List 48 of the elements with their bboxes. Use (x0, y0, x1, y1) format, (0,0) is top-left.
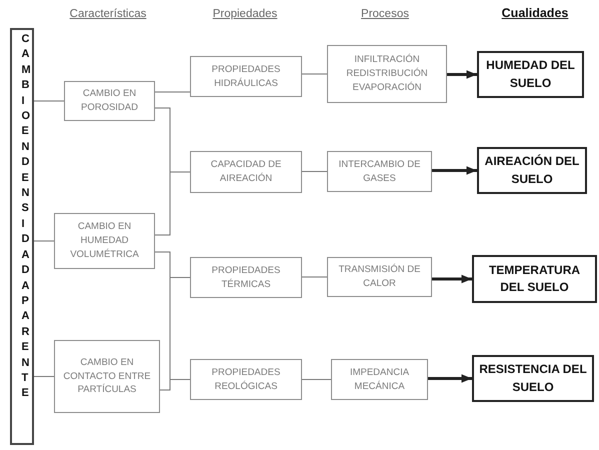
box-label: CAMBIO EN POROSIDAD (80, 87, 139, 115)
box-label: PROPIEDADES HIDRÁULICAS (210, 62, 282, 90)
box-label: CAPACIDAD DE AIREACIÓN (210, 158, 282, 186)
process-box (327, 151, 432, 192)
box-label: PROPIEDADES REOLÓGICAS (210, 366, 282, 394)
process-box (54, 213, 155, 269)
column-header: Cualidades (502, 6, 568, 20)
connector-line (302, 171, 328, 172)
arrow (428, 374, 472, 383)
arrow (432, 166, 477, 175)
process-box (190, 257, 302, 298)
column-header: Propiedades (212, 8, 278, 20)
connector-line (34, 100, 64, 102)
box-label: PROPIEDADES TÉRMICAS (210, 264, 282, 292)
quality-box (477, 147, 587, 194)
process-box (190, 151, 302, 193)
column-header: Procesos (361, 8, 409, 20)
connector-line (302, 379, 332, 380)
connector-line (302, 276, 328, 278)
connector-line (160, 379, 190, 390)
box-label: INTERCAMBIO DE GASES (338, 158, 422, 186)
arrow (432, 274, 472, 284)
connector-line (34, 376, 54, 377)
connector-line (154, 172, 190, 236)
box-label: HUMEDAD DEL SUELO (485, 57, 576, 92)
process-box (190, 56, 302, 97)
quality-box (477, 51, 584, 98)
arrow (447, 70, 477, 79)
title-column-box (10, 28, 34, 445)
box-label: CAMBIO EN CONTACTO ENTRE PARTÍCULAS (62, 356, 152, 398)
connector-line (34, 240, 54, 242)
process-box (64, 81, 155, 121)
box-label: INFILTRACIÓN REDISTRIBUCIÓN EVAPORACIÓN (345, 53, 429, 95)
process-box (331, 359, 428, 400)
process-box (190, 359, 302, 400)
box-label: AIREACIÓN DEL SUELO (484, 153, 580, 188)
box-label: RESISTENCIA DEL SUELO (478, 361, 588, 396)
process-box (327, 257, 432, 297)
vertical-title: CAMBIO EN DENSIDAD APARENTE (21, 32, 32, 402)
process-box (327, 45, 447, 103)
box-label: TRANSMISIÓN DE CALOR (338, 263, 422, 291)
column-header: Características (70, 8, 146, 20)
quality-box (472, 355, 594, 402)
process-box (54, 340, 160, 413)
box-label: TEMPERATURA DEL SUELO (488, 262, 582, 296)
box-label: CAMBIO EN HUMEDAD VOLUMÉTRICA (69, 220, 140, 262)
quality-box (472, 255, 597, 303)
box-label: IMPEDANCIA MECÁNICA (348, 366, 410, 394)
